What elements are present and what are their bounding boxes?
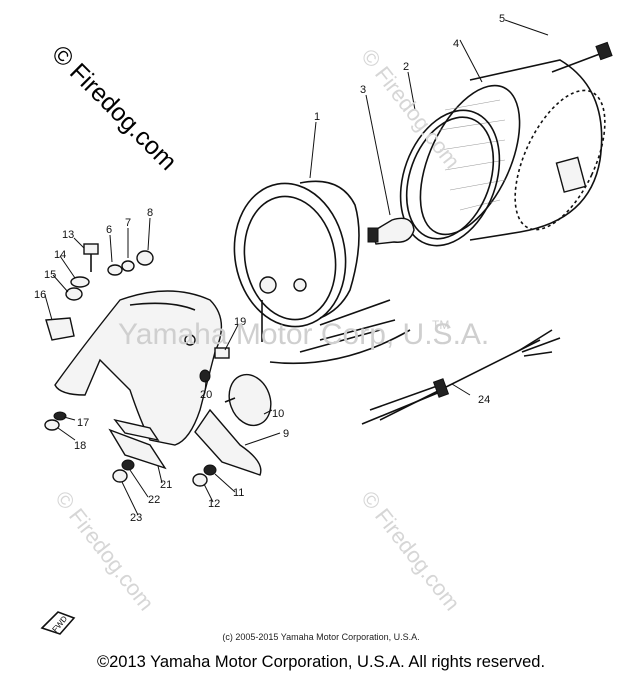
part-14-washer (70, 276, 90, 288)
leader-lines (44, 19, 549, 516)
part-17-nut (53, 411, 67, 421)
callout-22: 22 (148, 494, 160, 506)
callout-8: 8 (147, 207, 153, 219)
lamp-wires (269, 299, 411, 365)
part-1-tail-lamp-body (233, 180, 360, 342)
part-19-bolt (214, 347, 230, 359)
tail-lamp-bracket (54, 290, 223, 446)
callout-1: 1 (314, 111, 320, 123)
callout-3: 3 (360, 84, 366, 96)
yamaha-center-watermark: Yamaha Motor Corp, U.S.A. (118, 318, 490, 351)
part-10-reflector (224, 373, 272, 427)
part-21-plate (108, 418, 167, 470)
callout-15: 15 (44, 269, 56, 281)
fwd-indicator: FWD (40, 611, 76, 635)
callout-23: 23 (130, 512, 142, 524)
callout-12: 12 (208, 498, 220, 510)
callout-9: 9 (283, 428, 289, 440)
part-11-nut (203, 464, 217, 476)
callout-21: 21 (160, 479, 172, 491)
callout-17: 17 (77, 417, 89, 429)
callout-13: 13 (62, 229, 74, 241)
callout-numbers: 1 2 3 4 5 6 7 8 9 10 11 12 13 14 15 16 1… (34, 13, 505, 524)
callout-18: 18 (74, 440, 86, 452)
callout-6: 6 (106, 224, 112, 236)
callout-4: 4 (453, 38, 459, 50)
callout-16: 16 (34, 289, 46, 301)
part-8-spacer (136, 250, 154, 266)
part-5-screw (551, 41, 613, 73)
part-9-plate-bracket (194, 408, 262, 476)
part-7-washer (121, 260, 135, 272)
callout-24: 24 (478, 394, 490, 406)
part-2-gasket-ring (399, 109, 501, 247)
callout-10: 10 (272, 408, 284, 420)
part-15-collar (65, 287, 83, 301)
small-copyright-text: (c) 2005-2015 Yamaha Motor Corporation, … (222, 632, 420, 642)
main-copyright-text: ©2013 Yamaha Motor Corporation, U.S.A. A… (96, 653, 546, 671)
part-4-lens-housing (419, 59, 606, 241)
callout-20: 20 (200, 389, 212, 401)
part-13-bolt (83, 243, 99, 272)
part-6-nut (107, 264, 123, 276)
part-18-cap (44, 419, 60, 431)
callout-11: 11 (233, 487, 244, 499)
trademark-symbol: TM (432, 318, 450, 332)
part-24-wire-harness (361, 329, 561, 425)
callout-7: 7 (125, 217, 131, 229)
part-20-washer (199, 369, 211, 383)
part-23-cap (112, 469, 128, 483)
callout-5: 5 (499, 13, 505, 25)
part-12-washer (192, 473, 208, 487)
callout-14: 14 (54, 249, 66, 261)
callout-2: 2 (403, 61, 409, 73)
part-22-nut (121, 459, 135, 471)
part-16-grommet (45, 317, 75, 341)
callout-19: 19 (234, 316, 246, 328)
part-3-bulb (367, 217, 415, 245)
